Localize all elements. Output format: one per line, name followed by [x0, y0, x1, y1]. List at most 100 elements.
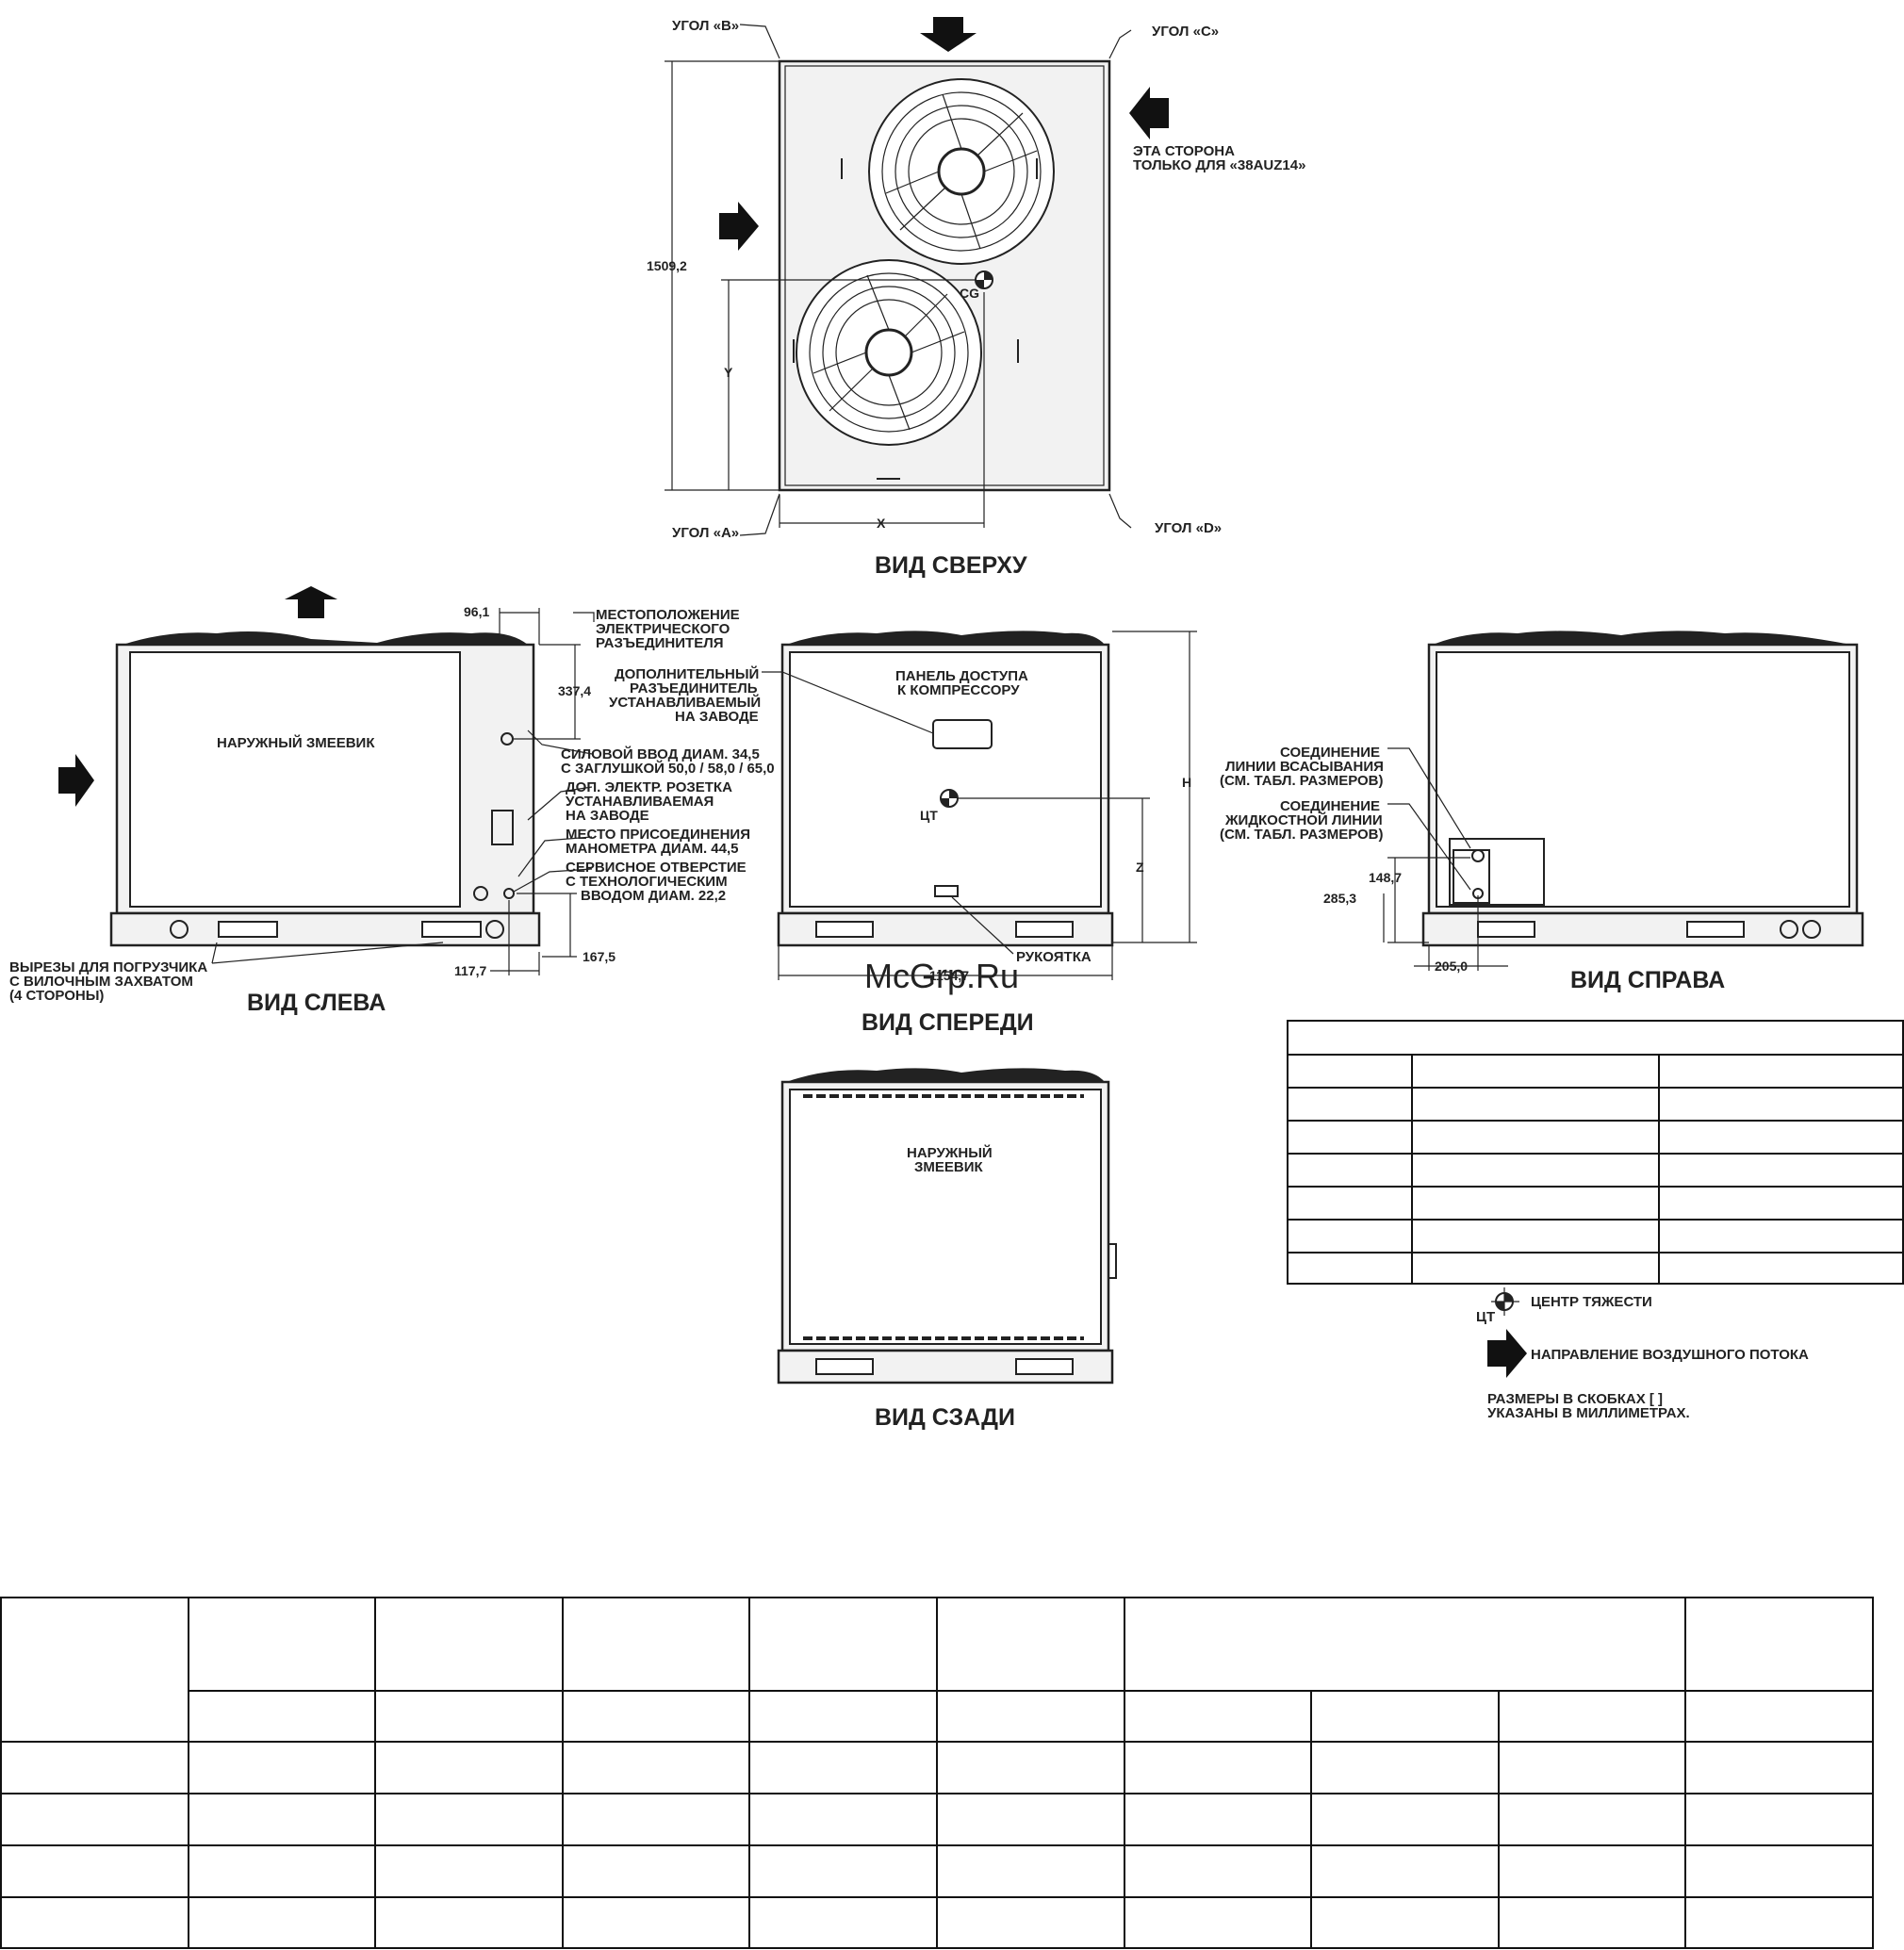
gauge-line-1: МЕСТО ПРИСОЕДИНЕНИЯ [566, 827, 750, 843]
table-cell [1658, 1219, 1904, 1254]
table-cell [374, 1741, 564, 1794]
disconnect-line-3: РАЗЪЕДИНИТЕЛЯ [596, 635, 724, 651]
table-cell [374, 1844, 564, 1898]
suction-line-1: СОЕДИНЕНИЕ [1280, 745, 1380, 761]
table-cell [1497, 1793, 1687, 1846]
outlet-line-2: УСТАНАВЛИВАЕМАЯ [566, 794, 714, 810]
table-cell [1684, 1896, 1874, 1949]
outlet-line-3: НА ЗАВОДЕ [566, 808, 649, 824]
left-view: НАРУЖНЫЙ ЗМЕЕВИК 96,1 337,4 117,7 167,5 … [9, 586, 775, 1016]
disconnect-line-1: МЕСТОПОЛОЖЕНИЕ [596, 607, 740, 623]
table-cell [187, 1793, 377, 1846]
table-cell [1497, 1844, 1687, 1898]
watermark: McGrp.Ru [864, 957, 1019, 995]
table-cell [374, 1896, 564, 1949]
table-cell [1287, 1252, 1413, 1285]
opt-disc-line-3: УСТАНАВЛИВАЕМЫЙ [609, 694, 761, 711]
liquid-line-3: (СМ. ТАБЛ. РАЗМЕРОВ) [1220, 827, 1384, 843]
table-cell [1684, 1690, 1874, 1743]
table-cell [935, 1741, 1125, 1794]
table-cell [1658, 1054, 1904, 1089]
side-note-line-2: ТОЛЬКО ДЛЯ «38AUZ14» [1133, 157, 1305, 173]
table-cell [187, 1690, 377, 1743]
disconnect-line-2: ЭЛЕКТРИЧЕСКОГО [596, 621, 730, 637]
cg-label-top: CG [960, 286, 979, 301]
corner-d: УГОЛ «D» [1155, 520, 1222, 536]
table-cell [1684, 1844, 1874, 1898]
table-cell [1287, 1020, 1904, 1056]
table-cell [748, 1597, 938, 1692]
table-cell [1658, 1087, 1904, 1122]
suction-line-2: ЛИНИИ ВСАСЫВАНИЯ [1225, 759, 1384, 775]
dim-205-0: 205,0 [1435, 959, 1468, 974]
table-cell [187, 1741, 377, 1794]
opt-disc-line-1: ДОПОЛНИТЕЛЬНЫЙ [615, 665, 759, 682]
cg-legend-icon [1491, 1287, 1519, 1316]
service-line-1: СЕРВИСНОЕ ОТВЕРСТИЕ [566, 860, 747, 876]
table-cell [748, 1793, 938, 1846]
airflow-legend-label: НАПРАВЛЕНИЕ ВОЗДУШНОГО ПОТОКА [1531, 1347, 1809, 1363]
table-cell [1287, 1087, 1413, 1122]
table-cell [1411, 1054, 1660, 1089]
handle-label: РУКОЯТКА [1016, 949, 1092, 965]
table-cell [1123, 1844, 1313, 1898]
dim-285-3: 285,3 [1323, 891, 1356, 906]
table-cell [1123, 1741, 1313, 1794]
outlet-line-1: ДОП. ЭЛЕКТР. РОЗЕТКА [566, 779, 732, 795]
table-cell [1287, 1054, 1413, 1089]
dim-148-7: 148,7 [1369, 870, 1402, 885]
table-cell [374, 1793, 564, 1846]
table-cell [1411, 1186, 1660, 1221]
table-cell [0, 1793, 189, 1846]
dim-bottom-front: 1154,7 [929, 968, 969, 983]
dim-96-1: 96,1 [464, 604, 489, 619]
dim-337-4: 337,4 [558, 683, 591, 698]
table-cell [1411, 1153, 1660, 1188]
dim-167-5: 167,5 [583, 949, 616, 964]
table-cell [1658, 1120, 1904, 1155]
side-note-line-1: ЭТА СТОРОНА [1133, 143, 1235, 159]
table-cell [561, 1844, 751, 1898]
suction-line-3: (СМ. ТАБЛ. РАЗМЕРОВ) [1220, 773, 1384, 789]
right-view: СОЕДИНЕНИЕ ЛИНИИ ВСАСЫВАНИЯ (СМ. ТАБЛ. Р… [1220, 631, 1864, 993]
dim-z-front: Z [1136, 860, 1144, 875]
table-cell [187, 1896, 377, 1949]
front-view: ЦТ ПАНЕЛЬ ДОСТУПА К КОМПРЕССОРУ ДОПОЛНИТ… [609, 631, 1197, 1036]
liquid-line-2: ЖИДКОСТНОЙ ЛИНИИ [1224, 811, 1383, 828]
units-note-line-2: УКАЗАНЫ В МИЛЛИМЕТРАХ. [1487, 1405, 1690, 1421]
table-cell [561, 1741, 751, 1794]
table-cell [1411, 1087, 1660, 1122]
service-line-3: ВВОДОМ ДИАМ. 22,2 [581, 888, 726, 904]
rear-view-title: ВИД СЗАДИ [875, 1404, 1015, 1431]
forklift-line-2: С ВИЛОЧНЫМ ЗАХВАТОМ [9, 974, 193, 990]
table-cell [1123, 1690, 1313, 1743]
dim-y-top: Y [724, 365, 733, 380]
table-cell [561, 1597, 751, 1692]
cg-legend-symbol: ЦТ [1476, 1309, 1495, 1325]
table-cell [374, 1597, 564, 1692]
front-view-title: ВИД СПЕРЕДИ [862, 1009, 1034, 1036]
table-cell [1123, 1793, 1313, 1846]
cg-legend-label: ЦЕНТР ТЯЖЕСТИ [1531, 1294, 1652, 1310]
table-cell [935, 1793, 1125, 1846]
gauge-line-2: МАНОМЕТРА ДИАМ. 44,5 [566, 841, 739, 857]
table-cell [1310, 1844, 1500, 1898]
table-cell [0, 1844, 189, 1898]
dimension-drawing: CG 1509,2 Y X УГОЛ «B» УГОЛ «C» УГОЛ «A»… [9, 17, 1864, 1431]
airflow-arrow-icon [1487, 1329, 1527, 1378]
table-cell [1497, 1741, 1687, 1794]
table-cell [1411, 1219, 1660, 1254]
table-cell [561, 1690, 751, 1743]
table-cell [0, 1741, 189, 1794]
table-cell [1497, 1690, 1687, 1743]
table-cell [0, 1896, 189, 1949]
left-view-title: ВИД СЛЕВА [247, 990, 386, 1016]
table-cell [1684, 1793, 1874, 1846]
power-line-2: С ЗАГЛУШКОЙ 50,0 / 58,0 / 65,0 [561, 760, 775, 777]
rear-coil-line-2: ЗМЕЕВИК [914, 1159, 984, 1175]
dim-height-top: 1509,2 [647, 258, 687, 273]
cg-symbol-front [940, 789, 959, 808]
table-cell [935, 1896, 1125, 1949]
opt-disc-line-2: РАЗЪЕДИНИТЕЛЬ [630, 680, 758, 696]
airflow-arrow-icon [1129, 87, 1169, 139]
